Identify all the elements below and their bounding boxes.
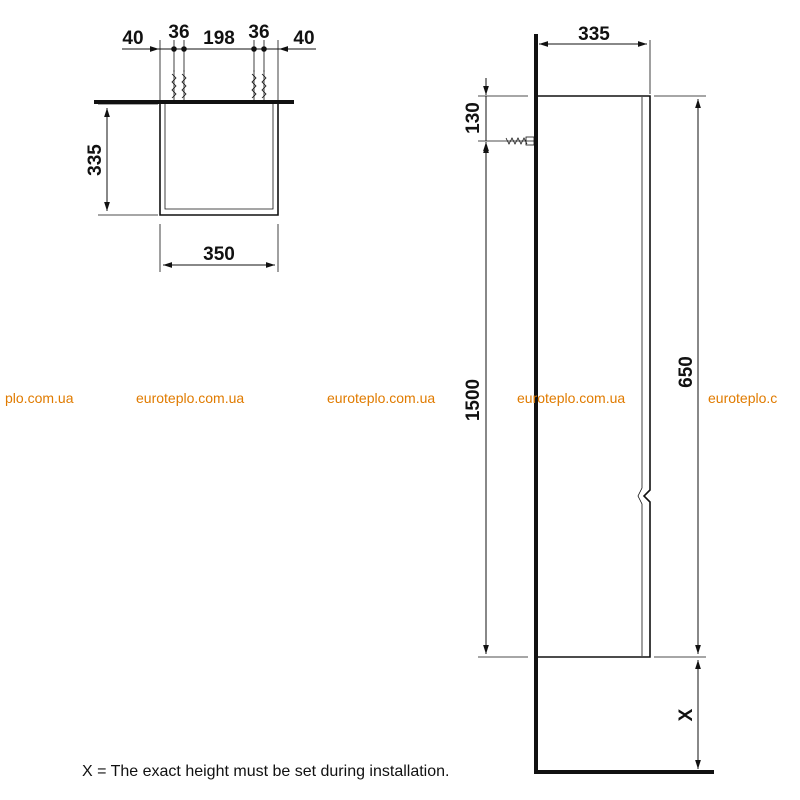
watermark-text: euroteplo.com.ua	[136, 390, 244, 406]
dim-label-floor-gap: X	[676, 708, 697, 721]
dim-label-top: 40	[293, 28, 314, 49]
bolt-icon	[261, 70, 267, 102]
dim-label-cabinet-height: 650	[676, 356, 697, 388]
watermark-text: euroteplo.com.ua	[517, 390, 625, 406]
dim-label-top: 36	[248, 22, 269, 43]
dim-label-top: 198	[203, 28, 235, 49]
side-view-wall-floor	[534, 34, 714, 774]
side-view-cabinet	[538, 95, 651, 658]
bolt-icon	[171, 70, 177, 102]
dim-label-top: 40	[122, 28, 143, 49]
bolt-icon	[251, 70, 257, 102]
dimension-dot	[261, 46, 267, 52]
top-view: 40 36 198 36 40 335 350	[85, 22, 316, 272]
wall-screw-icon	[504, 136, 535, 146]
dim-label-side-depth: 335	[578, 24, 610, 45]
dim-label-bracket-offset: 130	[463, 102, 484, 134]
dimension-dot	[171, 46, 177, 52]
side-view-door	[637, 97, 643, 656]
installation-note: X = The exact height must be set during …	[82, 763, 449, 780]
dim-label-depth: 335	[85, 144, 106, 176]
dimension-dot	[251, 46, 257, 52]
side-view: 335 130 1500 650 X	[463, 24, 714, 774]
dim-label-mount-height: 1500	[463, 379, 484, 421]
dimension-dot	[181, 46, 187, 52]
dim-label-width: 350	[203, 244, 235, 265]
watermark-text: plo.com.ua	[5, 390, 74, 406]
dim-label-top: 36	[168, 22, 189, 43]
top-view-cabinet	[159, 104, 279, 216]
top-view-cabinet-inner	[164, 104, 274, 210]
bolt-icon	[181, 70, 187, 102]
watermark-row: plo.com.ua euroteplo.com.ua euroteplo.co…	[5, 390, 777, 406]
watermark-text: euroteplo.c	[708, 390, 777, 406]
watermark-text: euroteplo.com.ua	[327, 390, 435, 406]
